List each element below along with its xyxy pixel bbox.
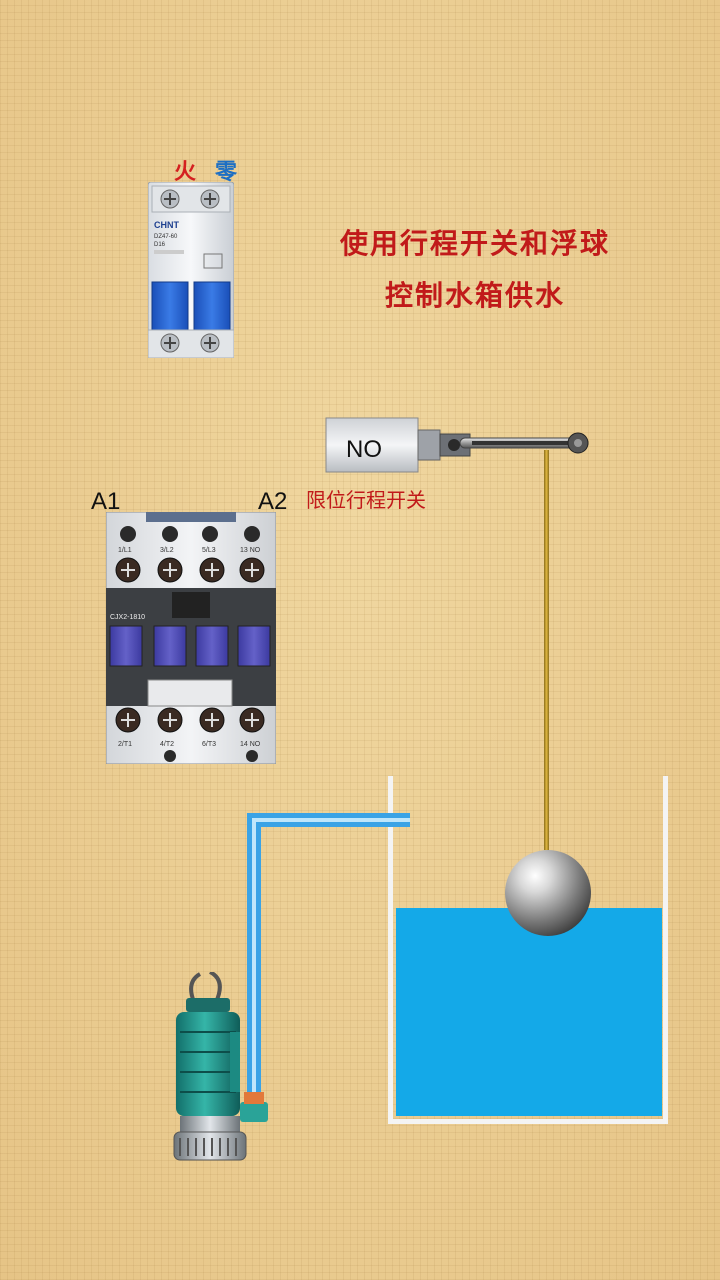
breaker-live-label: 火: [174, 160, 197, 185]
contactor-top-screws: [120, 526, 260, 542]
float-ball[interactable]: [505, 850, 591, 936]
supply-pipe: [247, 813, 410, 1104]
contactor-bottom-terminals[interactable]: [115, 707, 265, 733]
coil-a2-label: A2: [258, 488, 288, 515]
contactor-model: CJX2-1810: [110, 614, 145, 621]
tank-water: [396, 908, 662, 1116]
water-tank: [388, 776, 668, 1124]
contactor-top-terminals[interactable]: [115, 557, 265, 583]
diagram-title-line2: 控制水箱供水: [384, 279, 565, 312]
limit-switch-no-label: NO: [346, 436, 382, 463]
terminal-top-1: 1/L1: [118, 547, 132, 554]
terminal-top-2: 3/L2: [160, 547, 174, 554]
breaker-rating: D16: [154, 242, 166, 248]
coil-a1-label: A1: [91, 488, 121, 515]
terminal-top-3: 5/L3: [202, 547, 216, 554]
terminal-bottom-1: 2/T1: [118, 741, 132, 748]
submersible-pump[interactable]: [166, 972, 276, 1168]
terminal-bottom-2: 4/T2: [160, 741, 174, 748]
terminal-bottom-4: 14 NO: [240, 741, 261, 748]
ac-contactor[interactable]: 1/L1 3/L2 5/L3 13 NO CJX2-1810 2/T1 4/T2…: [106, 512, 276, 764]
contactor-bottom-screws: [164, 750, 258, 762]
terminal-top-4: 13 NO: [240, 547, 261, 554]
circuit-breaker[interactable]: CHNT DZ47-60 D16: [148, 182, 234, 358]
breaker-model: DZ47-60: [154, 234, 178, 240]
breaker-brand: CHNT: [154, 220, 179, 230]
limit-switch-caption: 限位行程开关: [306, 488, 426, 512]
float-rod: [544, 450, 549, 850]
limit-switch[interactable]: [322, 416, 602, 476]
breaker-neutral-label: 零: [215, 160, 238, 185]
terminal-bottom-3: 6/T3: [202, 741, 216, 748]
diagram-title-line1: 使用行程开关和浮球: [339, 227, 610, 260]
